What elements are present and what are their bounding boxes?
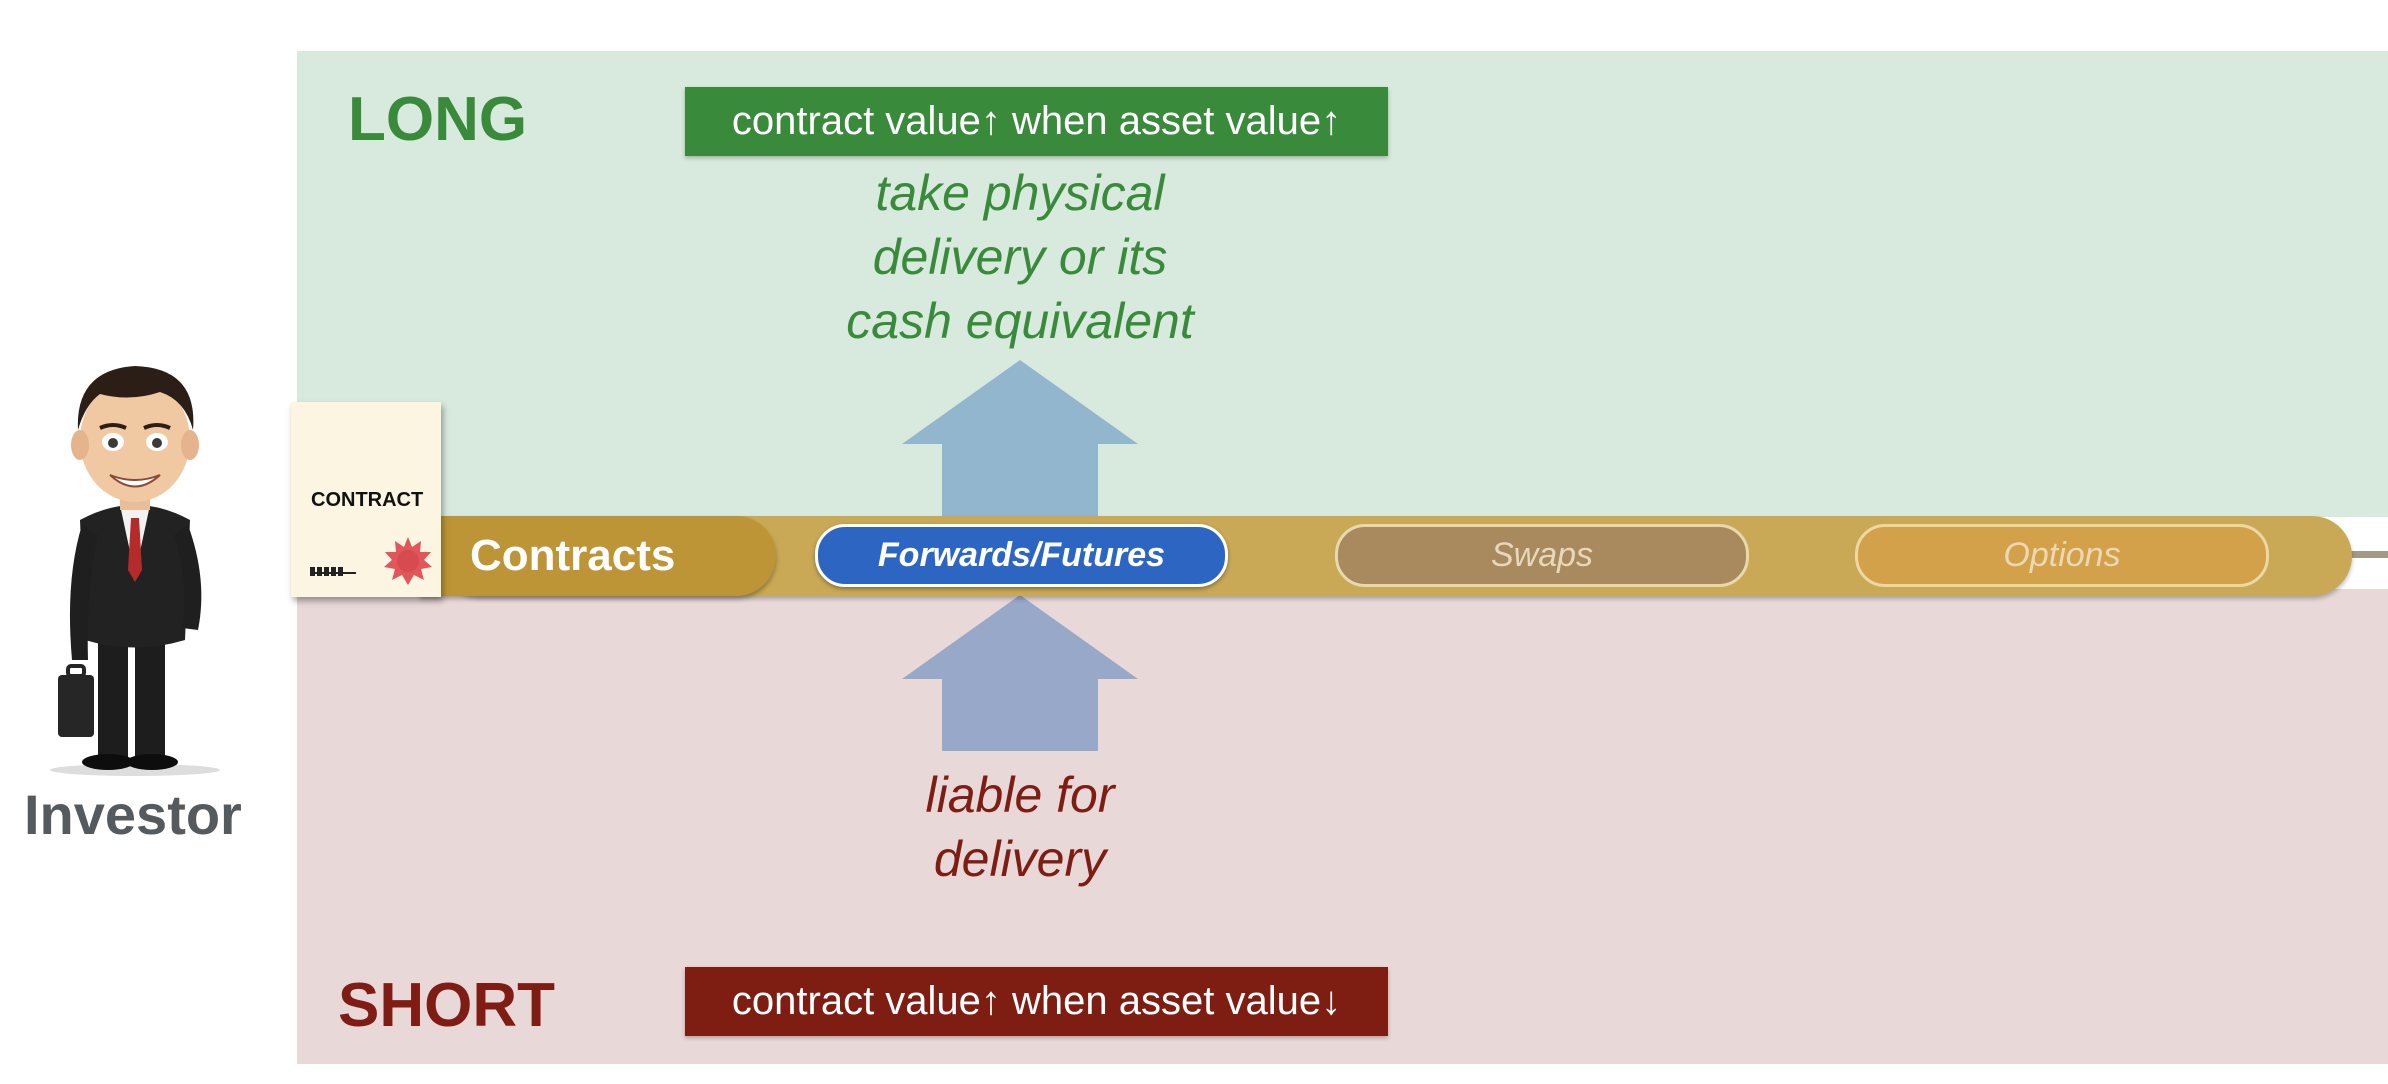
forwards-futures-pill[interactable]: Forwards/Futures: [815, 524, 1228, 587]
options-pill[interactable]: Options: [1855, 524, 2269, 587]
up-arrow-short-icon: [902, 595, 1138, 751]
contracts-tab[interactable]: [420, 516, 776, 596]
short-note: liable for delivery: [925, 767, 1115, 887]
swaps-pill[interactable]: Swaps: [1335, 524, 1749, 587]
long-heading: LONG: [348, 85, 528, 154]
long-rule-box: contract value↑ when asset value↑: [685, 87, 1388, 156]
long-note: take physical delivery or its cash equiv…: [846, 165, 1194, 349]
signature-mark: [310, 563, 356, 576]
investor-label: Investor: [24, 783, 242, 846]
contract-document-title: CONTRACT: [311, 489, 424, 511]
contracts-label: Contracts: [470, 531, 676, 580]
short-rule-box: contract value↑ when asset value↓: [685, 967, 1388, 1036]
red-seal-icon: [384, 537, 432, 585]
short-heading: SHORT: [338, 971, 555, 1040]
businessman-icon: [50, 366, 220, 776]
up-arrow-long-icon: [902, 360, 1138, 520]
